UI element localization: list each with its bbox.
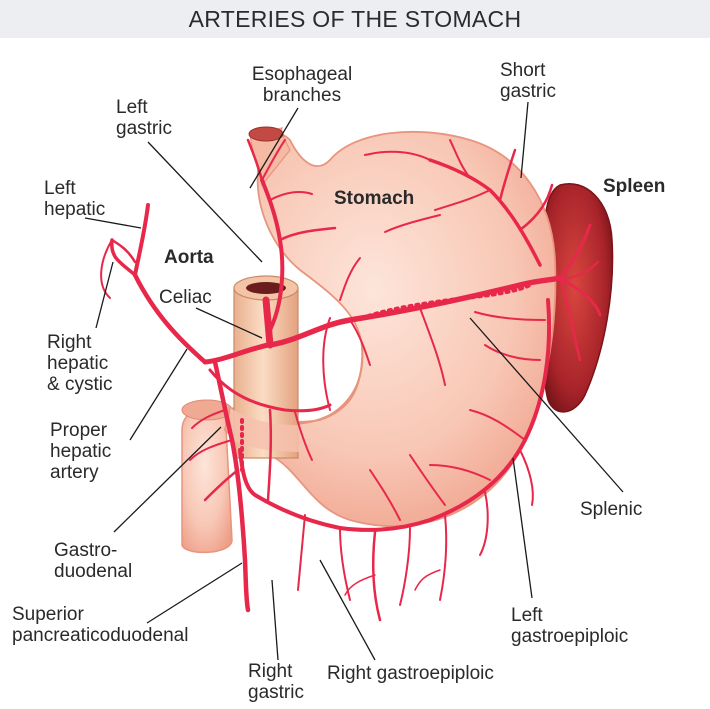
label-celiac: Celiac <box>159 287 212 308</box>
leader-celiac <box>195 307 263 339</box>
label-proper-hepatic-artery: Proper hepatic artery <box>50 420 111 483</box>
label-proper-hepatic-line2: hepatic <box>50 441 112 462</box>
leader-lines <box>84 101 624 661</box>
duodenum-organ <box>181 405 233 554</box>
leader-esophageal <box>249 107 299 189</box>
right-hepatic-artery <box>110 238 137 277</box>
leader-sup-pancreatico <box>146 562 243 624</box>
gastroduodenal-artery <box>212 359 251 613</box>
label-aorta: Aorta <box>164 247 214 268</box>
leader-gastroduodenal <box>113 426 222 533</box>
label-short-gastric: Short gastric <box>500 60 556 102</box>
common-hepatic-artery <box>202 342 271 365</box>
title-bar <box>0 0 710 38</box>
stomach-organ <box>224 129 557 528</box>
label-right-hepatic-line2: hepatic <box>47 353 109 374</box>
label-esophageal-line1: Esophageal <box>251 64 353 85</box>
label-right-gastric: Right gastric <box>248 661 304 703</box>
leader-right-gastric <box>271 579 279 661</box>
label-left-hepatic-line2: hepatic <box>44 199 106 220</box>
leader-right-hepatic <box>95 261 114 329</box>
label-splenic: Splenic <box>580 499 643 520</box>
label-gastroduodenal-line1: Gastro- <box>54 540 118 561</box>
left-hepatic-artery <box>133 203 150 277</box>
label-left-gastroepiploic: Left gastroepiploic <box>511 605 628 647</box>
diagram-title: ARTERIES OF THE STOMACH <box>188 6 522 32</box>
label-proper-hepatic-line3: artery <box>50 462 99 483</box>
splenic-course-dotted-line <box>360 283 532 320</box>
label-right-gastric-line1: Right <box>248 661 293 682</box>
label-left-hepatic-line1: Left <box>44 178 76 199</box>
label-left-gastroepiploic-line1: Left <box>511 605 543 626</box>
leader-splenic <box>469 317 624 493</box>
leader-short-gastric <box>520 101 529 179</box>
leader-left-hepatic <box>84 217 142 229</box>
leader-left-gastroepiploic <box>512 457 533 599</box>
label-superior-pancreaticoduodenal: Superior pancreaticoduodenal <box>12 604 188 646</box>
label-gastroduodenal: Gastro- duodenal <box>54 540 132 582</box>
label-stomach: Stomach <box>334 188 415 209</box>
label-left-gastric: Left gastric <box>116 97 172 139</box>
left-gastroepiploic-artery <box>338 298 552 532</box>
label-short-gastric-line1: Short <box>500 60 546 81</box>
leader-right-gastroepiploic <box>319 559 376 661</box>
label-right-hepatic-cystic: Right hepatic & cystic <box>47 332 112 395</box>
label-right-gastric-line2: gastric <box>248 682 304 703</box>
label-left-hepatic: Left hepatic <box>44 178 105 220</box>
proper-hepatic-artery <box>132 272 208 365</box>
label-esophageal-branches: Esophageal branches <box>246 64 358 106</box>
label-right-gastroepiploic: Right gastroepiploic <box>327 663 494 684</box>
celiac-trunk-artery <box>262 296 274 349</box>
leader-left-gastric <box>147 141 263 263</box>
label-left-gastroepiploic-line2: gastroepiploic <box>511 626 629 647</box>
label-gastroduodenal-line2: duodenal <box>54 561 133 582</box>
label-left-gastric-line1: Left <box>116 97 148 118</box>
label-sup-pancreatico-line1: Superior <box>12 604 84 625</box>
label-right-hepatic-line1: Right <box>47 332 92 353</box>
superior-pancreaticoduodenal-artery <box>203 468 240 502</box>
label-short-gastric-line2: gastric <box>500 81 556 102</box>
leader-proper-hepatic <box>129 348 188 441</box>
label-esophageal-line2: branches <box>262 85 342 106</box>
label-right-hepatic-line3: & cystic <box>47 374 113 395</box>
label-left-gastric-line2: gastric <box>116 118 172 139</box>
label-spleen: Spleen <box>603 176 666 197</box>
label-sup-pancreatico-line2: pancreaticoduodenal <box>12 625 189 646</box>
right-gastric-artery <box>208 368 332 413</box>
splenic-artery <box>267 275 563 348</box>
artery-network <box>100 138 602 622</box>
label-proper-hepatic-line1: Proper <box>50 420 108 441</box>
